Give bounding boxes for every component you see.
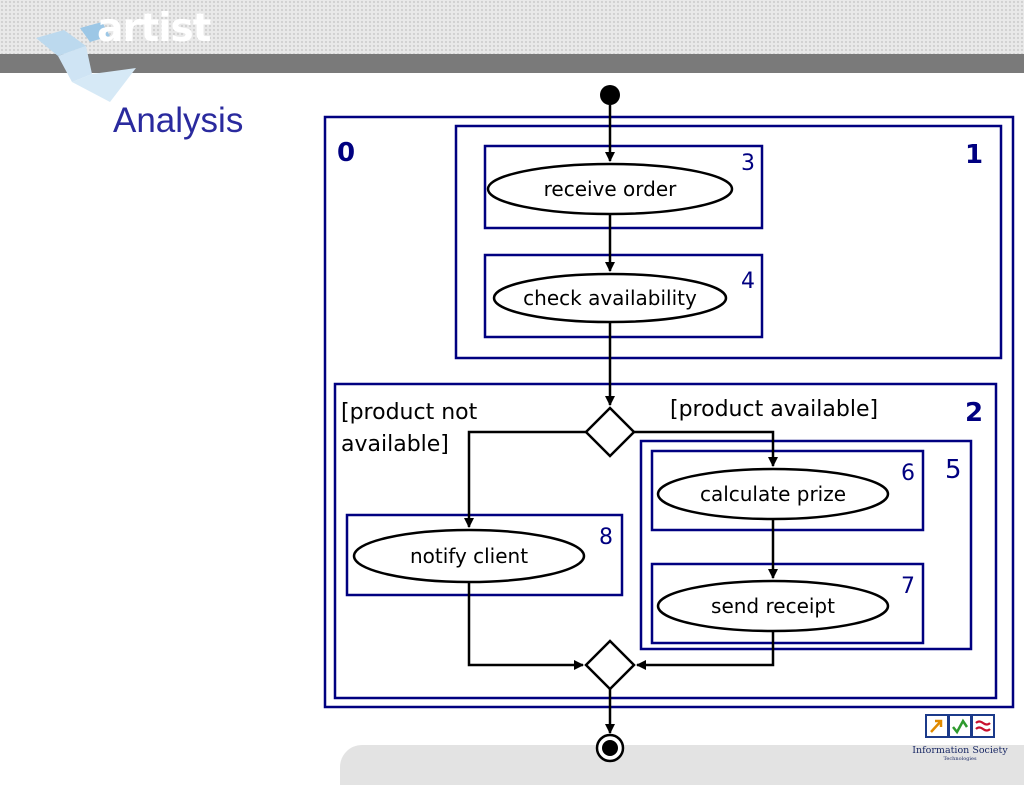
container-5 — [639, 439, 973, 651]
action-box-7 — [650, 562, 925, 645]
action-number-7: 7 — [901, 574, 915, 599]
flow-send-to-merge — [636, 631, 775, 670]
action-box-8 — [345, 513, 624, 597]
flow-notify-to-merge — [467, 582, 584, 670]
ist-logo-icon — [925, 714, 995, 738]
ist-subcaption: Technologies — [943, 756, 977, 762]
action-label-receive-order: receive order — [544, 177, 678, 201]
flow-decision-to-notify — [464, 430, 586, 528]
action-label-check-availability: check availability — [523, 286, 697, 310]
flow-decision-to-calculate — [634, 430, 778, 467]
artist-logo-text: artist — [97, 6, 211, 51]
final-node-dot — [602, 740, 618, 756]
container-1 — [454, 124, 1003, 360]
container-2-label: 2 — [965, 398, 983, 428]
ist-logo: Information Society Technologies — [905, 713, 1015, 762]
action-label-calculate-prize: calculate prize — [700, 482, 846, 506]
action-number-8: 8 — [599, 525, 613, 550]
decision-node — [584, 406, 636, 458]
activity-diagram: 0 1 2 5 3 receive order 4 check availabi… — [323, 85, 1015, 763]
action-number-3: 3 — [741, 151, 755, 176]
container-5-label: 5 — [945, 455, 962, 485]
initial-node — [600, 85, 620, 105]
action-label-notify-client: notify client — [410, 544, 528, 568]
guard-product-not-available-line2: available] — [341, 432, 449, 457]
artist-logo-mark — [36, 22, 136, 102]
ist-caption: Information Society — [912, 745, 1008, 756]
container-0-label: 0 — [337, 138, 355, 168]
header-bar — [0, 54, 1024, 73]
slide-title: Analysis — [113, 101, 244, 140]
guard-product-not-available-line1: [product not — [341, 400, 478, 425]
action-box-6 — [650, 449, 925, 532]
action-box-4 — [483, 253, 764, 339]
action-label-send-receipt: send receipt — [711, 594, 835, 618]
action-box-3 — [483, 144, 764, 230]
action-number-6: 6 — [901, 461, 915, 486]
merge-node — [584, 639, 636, 691]
action-number-4: 4 — [741, 269, 755, 294]
guard-product-available: [product available] — [670, 397, 878, 422]
container-1-label: 1 — [965, 140, 983, 170]
container-0-outer — [323, 115, 1015, 709]
header-dots-band — [0, 0, 1024, 54]
container-2 — [333, 382, 998, 700]
